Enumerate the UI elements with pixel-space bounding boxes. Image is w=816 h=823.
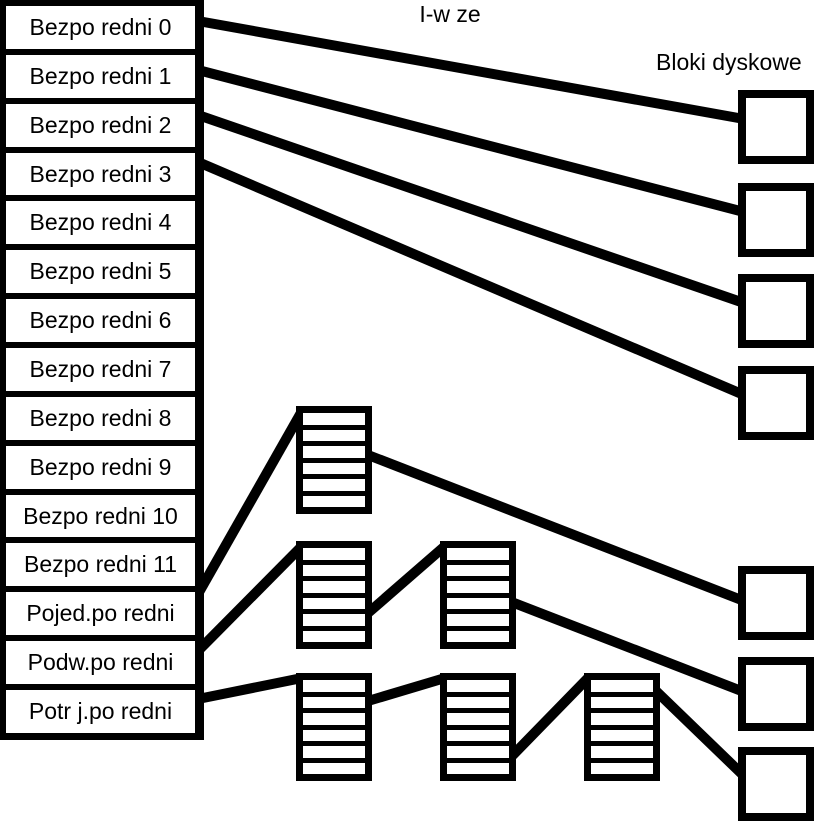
disk-block-5 — [738, 566, 814, 640]
entry-slot — [447, 630, 509, 642]
inode-row-direct-8: Bezpo redni 8 — [6, 396, 195, 440]
pointer-direct-1-line — [196, 65, 746, 217]
inode-row-direct-4: Bezpo redni 4 — [6, 201, 195, 245]
inode-row-direct-10: Bezpo redni 10 — [6, 494, 195, 538]
disk-blocks-title: Bloki dyskowe — [656, 49, 802, 75]
entry-slot — [303, 762, 365, 774]
triple-indirect-block-l3 — [584, 673, 660, 781]
triple-indirect-block-l1 — [296, 673, 372, 781]
entry-slot — [303, 413, 365, 425]
double-indirect-l2-to-disk-line — [507, 596, 746, 697]
entry-slot — [447, 729, 509, 741]
disk-block-6 — [738, 657, 814, 731]
inode-title: I-w ze — [419, 1, 481, 27]
inode-row-direct-6: Bezpo redni 6 — [6, 299, 195, 343]
entry-slot — [303, 495, 365, 507]
entry-slot — [303, 462, 365, 474]
double-indirect-l1-to-l2-line — [364, 542, 449, 617]
inode-row-direct-11: Bezpo redni 11 — [6, 543, 195, 587]
entry-slot — [447, 581, 509, 593]
entry-slot — [303, 479, 365, 491]
entry-slot — [591, 762, 653, 774]
entry-slot — [591, 713, 653, 725]
entry-slot — [303, 614, 365, 626]
triple-indirect-l1-to-l2-line — [366, 673, 447, 706]
entry-slot — [447, 680, 509, 692]
pointer-direct-3-line — [196, 157, 746, 400]
triple-indirect-l3-to-disk-line — [652, 687, 748, 780]
entry-slot — [303, 564, 365, 576]
inode-row-direct-0: Bezpo redni 0 — [6, 6, 195, 49]
inode-row-direct-1: Bezpo redni 1 — [6, 54, 195, 98]
inode-row-direct-2: Bezpo redni 2 — [6, 103, 195, 147]
entry-slot — [303, 696, 365, 708]
entry-slot — [591, 696, 653, 708]
disk-block-4 — [738, 366, 814, 440]
inode-row-double-indirect: Podw.po redni — [6, 641, 195, 685]
disk-block-7 — [738, 747, 814, 821]
entry-slot — [303, 729, 365, 741]
pointer-direct-2-line — [196, 110, 746, 308]
disk-block-2 — [738, 183, 814, 257]
entry-slot — [303, 597, 365, 609]
inode-row-single-indirect: Pojed.po redni — [6, 592, 195, 636]
inode-table: Bezpo redni 0 Bezpo redni 1 Bezpo redni … — [0, 0, 204, 740]
entry-slot — [447, 548, 509, 560]
inode-row-direct-3: Bezpo redni 3 — [6, 152, 195, 196]
entry-slot — [591, 746, 653, 758]
entry-slot — [303, 581, 365, 593]
double-indirect-block-l1 — [296, 541, 372, 649]
entry-slot — [303, 746, 365, 758]
entry-slot — [303, 446, 365, 458]
inode-row-direct-7: Bezpo redni 7 — [6, 348, 195, 391]
double-indirect-block-l2 — [440, 541, 516, 649]
single-indirect-to-disk-line — [366, 450, 746, 606]
inode-row-direct-9: Bezpo redni 9 — [6, 445, 195, 489]
triple-indirect-block-l2 — [440, 673, 516, 781]
entry-slot — [303, 630, 365, 642]
triple-indirect-l2-to-l3-line — [507, 674, 592, 761]
entry-slot — [303, 713, 365, 725]
entry-slot — [447, 614, 509, 626]
inode-row-direct-5: Bezpo redni 5 — [6, 250, 195, 294]
pointer-triple-indirect-line — [197, 673, 303, 704]
entry-slot — [447, 564, 509, 576]
entry-slot — [447, 762, 509, 774]
entry-slot — [591, 729, 653, 741]
entry-slot — [303, 548, 365, 560]
inode-row-triple-indirect: Potr j.po redni — [6, 690, 195, 733]
entry-slot — [447, 713, 509, 725]
entry-slot — [303, 429, 365, 441]
pointer-single-indirect-line — [193, 408, 307, 597]
entry-slot — [303, 680, 365, 692]
entry-slot — [591, 680, 653, 692]
entry-slot — [447, 597, 509, 609]
pointer-direct-0-line — [197, 16, 745, 124]
disk-block-1 — [738, 90, 814, 164]
disk-block-3 — [738, 274, 814, 348]
single-indirect-block — [296, 406, 372, 514]
pointer-double-indirect-line — [194, 542, 306, 655]
entry-slot — [447, 746, 509, 758]
entry-slot — [447, 696, 509, 708]
